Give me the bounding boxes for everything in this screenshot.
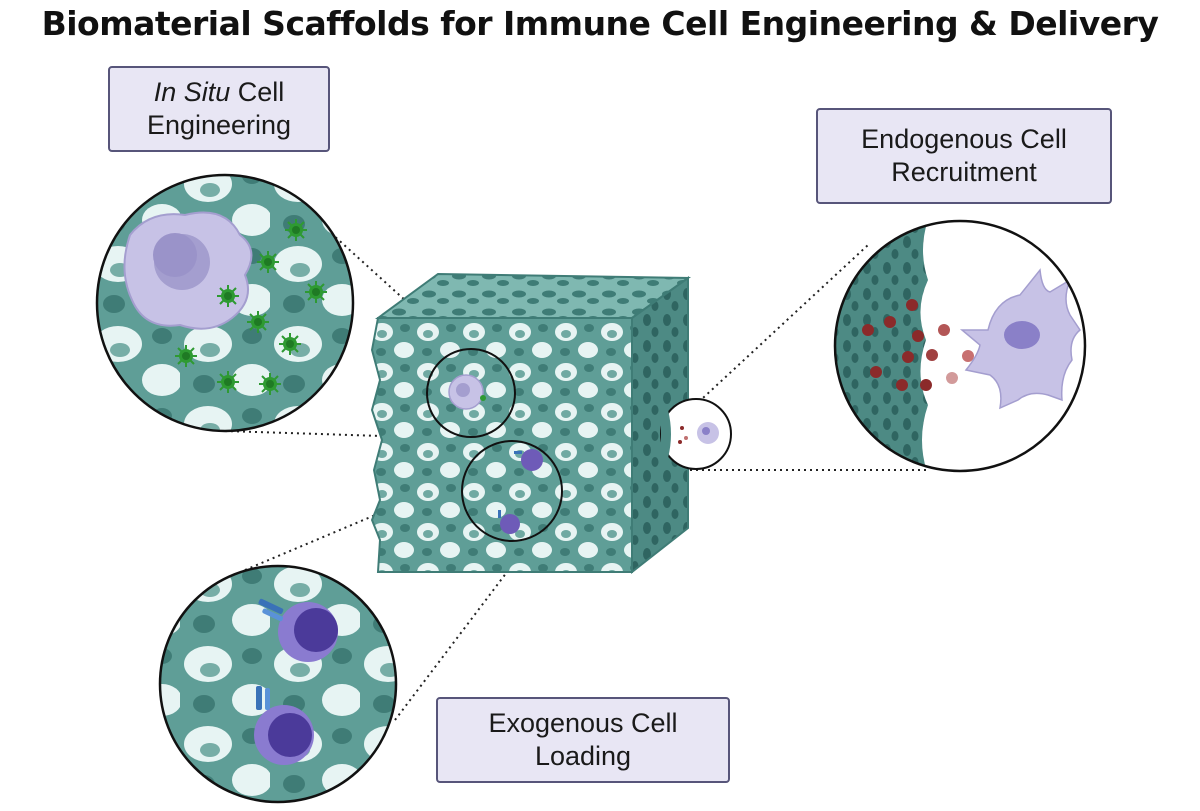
chemokine-gradient [862, 299, 974, 391]
t-cell-2 [254, 686, 314, 765]
in-situ-italic-text: In Situ [153, 77, 231, 107]
t-cell-1 [258, 598, 338, 662]
dendritic-cell [959, 268, 1081, 410]
exogenous-line2: Loading [534, 741, 632, 771]
exogenous-zoom-circle [158, 564, 398, 804]
exogenous-loading-label: Exogenous Cell Loading [436, 697, 730, 783]
endogenous-zoom-circle [833, 219, 1087, 473]
figure-title: Biomaterial Scaffolds for Immune Cell En… [41, 4, 1159, 43]
endogenous-line2: Recruitment [891, 157, 1037, 187]
in-situ-cell-text: Cell [230, 77, 285, 107]
cube-zoom-endogenous [660, 398, 732, 470]
in-situ-line2: Engineering [146, 110, 292, 140]
in-situ-engineering-label: In Situ Cell Engineering [108, 66, 330, 152]
cube-zoom-exogenous [461, 440, 563, 542]
endogenous-recruitment-label: Endogenous Cell Recruitment [816, 108, 1112, 204]
exogenous-line1: Exogenous Cell [488, 708, 678, 738]
cube-zoom-insitu [426, 348, 516, 438]
in-situ-zoom-circle [95, 173, 355, 433]
endogenous-line1: Endogenous Cell [861, 124, 1067, 154]
